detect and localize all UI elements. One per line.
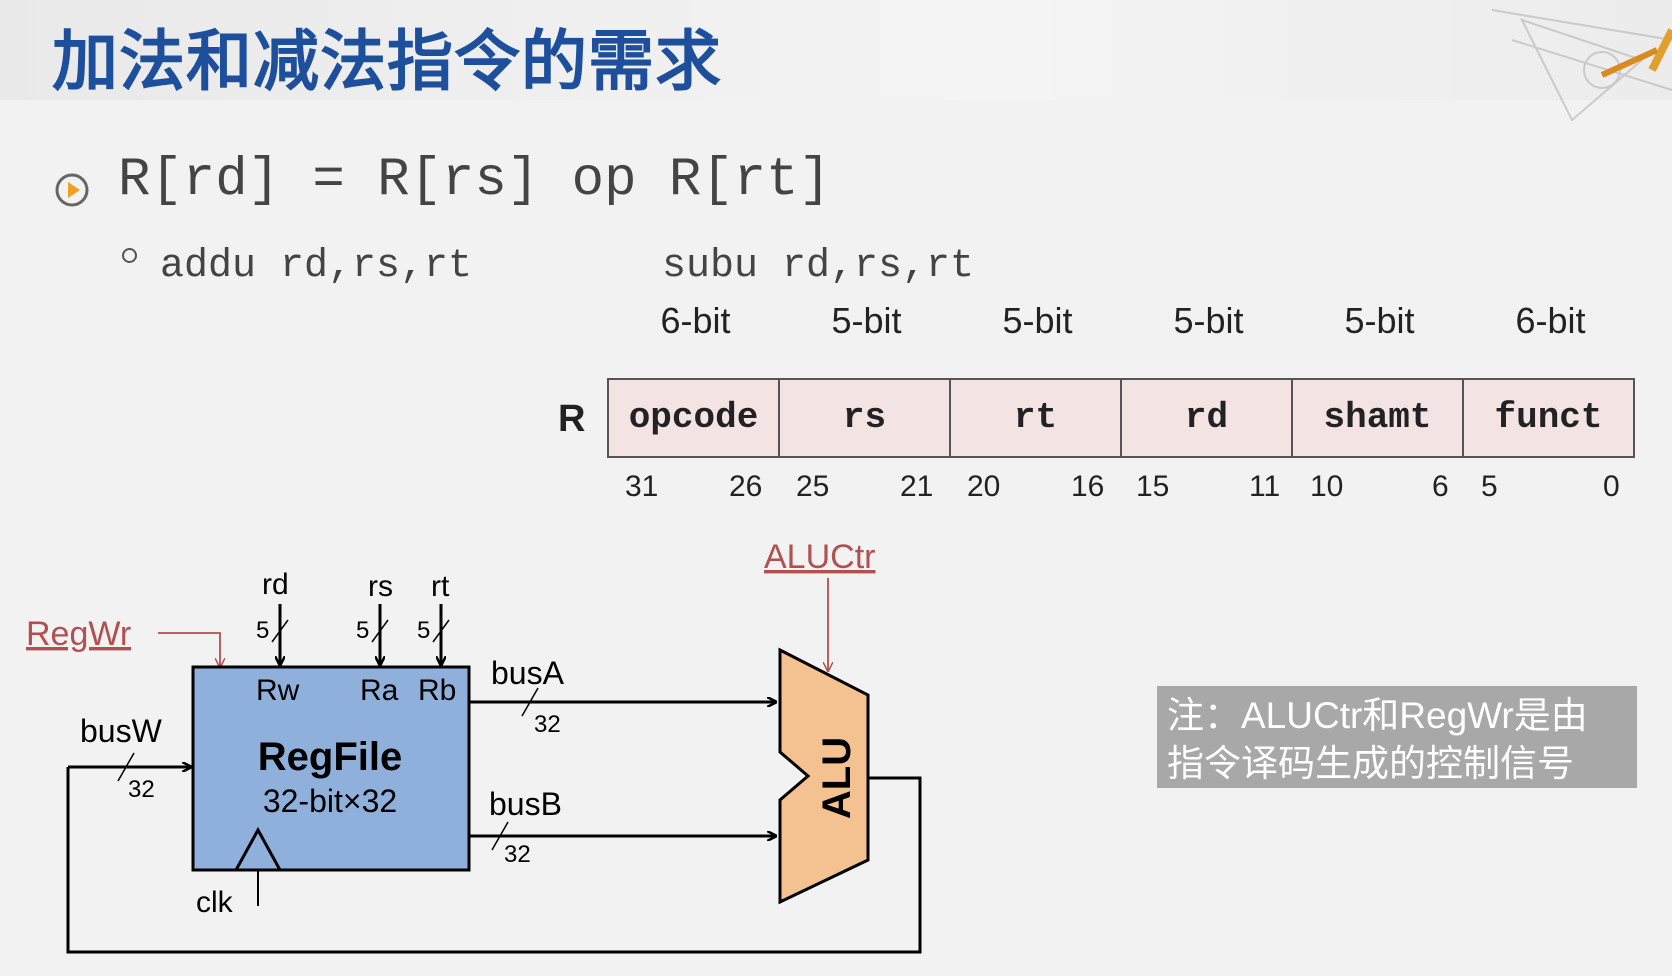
busb-label: busB [489, 786, 562, 822]
feedback-wire [66, 767, 922, 954]
width-label-5: 5 [417, 617, 430, 644]
aluctr-label: ALUCtr [764, 538, 875, 576]
bit-position: 20 [967, 470, 1001, 503]
play-bullet-icon [55, 173, 89, 207]
width-label-5: 5 [256, 617, 269, 644]
instruction-format-row: opcode rs rt rd shamt funct [607, 378, 1635, 458]
sub-bullet-icon [122, 248, 137, 263]
bit-width-label: 5-bit [1002, 300, 1073, 341]
rs-input-label: rs [368, 570, 393, 603]
note-line: 注：ALUCtr和RegWr是由 [1167, 695, 1588, 736]
clk-label: clk [196, 886, 234, 919]
width-slash [491, 821, 509, 851]
alu-label: ALU [815, 737, 859, 819]
header-bar [0, 0, 1672, 100]
rt-input-label: rt [431, 570, 450, 603]
bit-position: 26 [729, 470, 763, 503]
busw-label: busW [80, 713, 163, 749]
alu-block [778, 647, 870, 905]
field-rs: rs [780, 380, 951, 456]
width-label-32: 32 [128, 776, 155, 803]
bit-position: 31 [625, 470, 659, 503]
width-slash [371, 619, 389, 643]
rb-port-label: Rb [418, 674, 456, 707]
bit-position: 25 [796, 470, 830, 503]
busa-label: busA [491, 655, 565, 691]
bit-width-label: 6-bit [1515, 300, 1586, 341]
field-funct: funct [1494, 397, 1603, 438]
field-rd: rd [1122, 380, 1293, 456]
bit-width-label: 5-bit [831, 300, 902, 341]
format-row-label: R [558, 398, 586, 440]
note-line: 指令译码生成的控制信号 [1167, 743, 1574, 784]
clock-triangle [234, 826, 282, 871]
width-label-5: 5 [356, 617, 369, 644]
bit-position: 15 [1136, 470, 1170, 503]
example-addu: addu rd,rs,rt [160, 244, 473, 289]
regwr-label: RegWr [26, 615, 131, 653]
drafting-tools-decoration [1491, 9, 1672, 122]
width-slash [271, 619, 289, 643]
field-opcode: opcode [609, 380, 780, 456]
page-title: 加法和减法指令的需求 [52, 23, 722, 100]
field-rt: rt [951, 380, 1122, 456]
bit-width-label: 5-bit [1344, 300, 1415, 341]
width-slash [521, 687, 539, 717]
bit-position: 10 [1310, 470, 1344, 503]
width-label-32: 32 [534, 711, 561, 738]
regwr-arrow [158, 632, 220, 666]
width-slash [432, 619, 450, 643]
rw-port-label: Rw [256, 674, 300, 707]
note-box: 注：ALUCtr和RegWr是由 指令译码生成的控制信号 [1157, 686, 1637, 788]
field-shamt: shamt [1293, 380, 1464, 456]
example-subu: subu rd,rs,rt [662, 244, 975, 289]
width-label-32: 32 [504, 841, 531, 868]
width-slash [117, 752, 135, 782]
bit-position: 11 [1249, 470, 1281, 503]
bit-position: 5 [1481, 470, 1498, 503]
datapath-diagram: RegWr ALUCtr rd rs rt 5 5 5 Rw Ra Rb Reg… [26, 538, 922, 954]
rd-input-label: rd [262, 568, 289, 601]
regfile-size: 32-bit×32 [263, 783, 397, 819]
bit-position: 6 [1432, 470, 1449, 503]
bit-position: 0 [1603, 470, 1620, 503]
bit-position: 16 [1071, 470, 1105, 503]
ra-port-label: Ra [360, 674, 399, 707]
bit-width-label: 5-bit [1173, 300, 1244, 341]
formula: R[rd] = R[rs] op R[rt] [118, 150, 831, 211]
regfile-title: RegFile [258, 735, 402, 779]
regfile-block [191, 665, 471, 872]
bit-position: 21 [900, 470, 934, 503]
bit-width-label: 6-bit [660, 300, 731, 341]
